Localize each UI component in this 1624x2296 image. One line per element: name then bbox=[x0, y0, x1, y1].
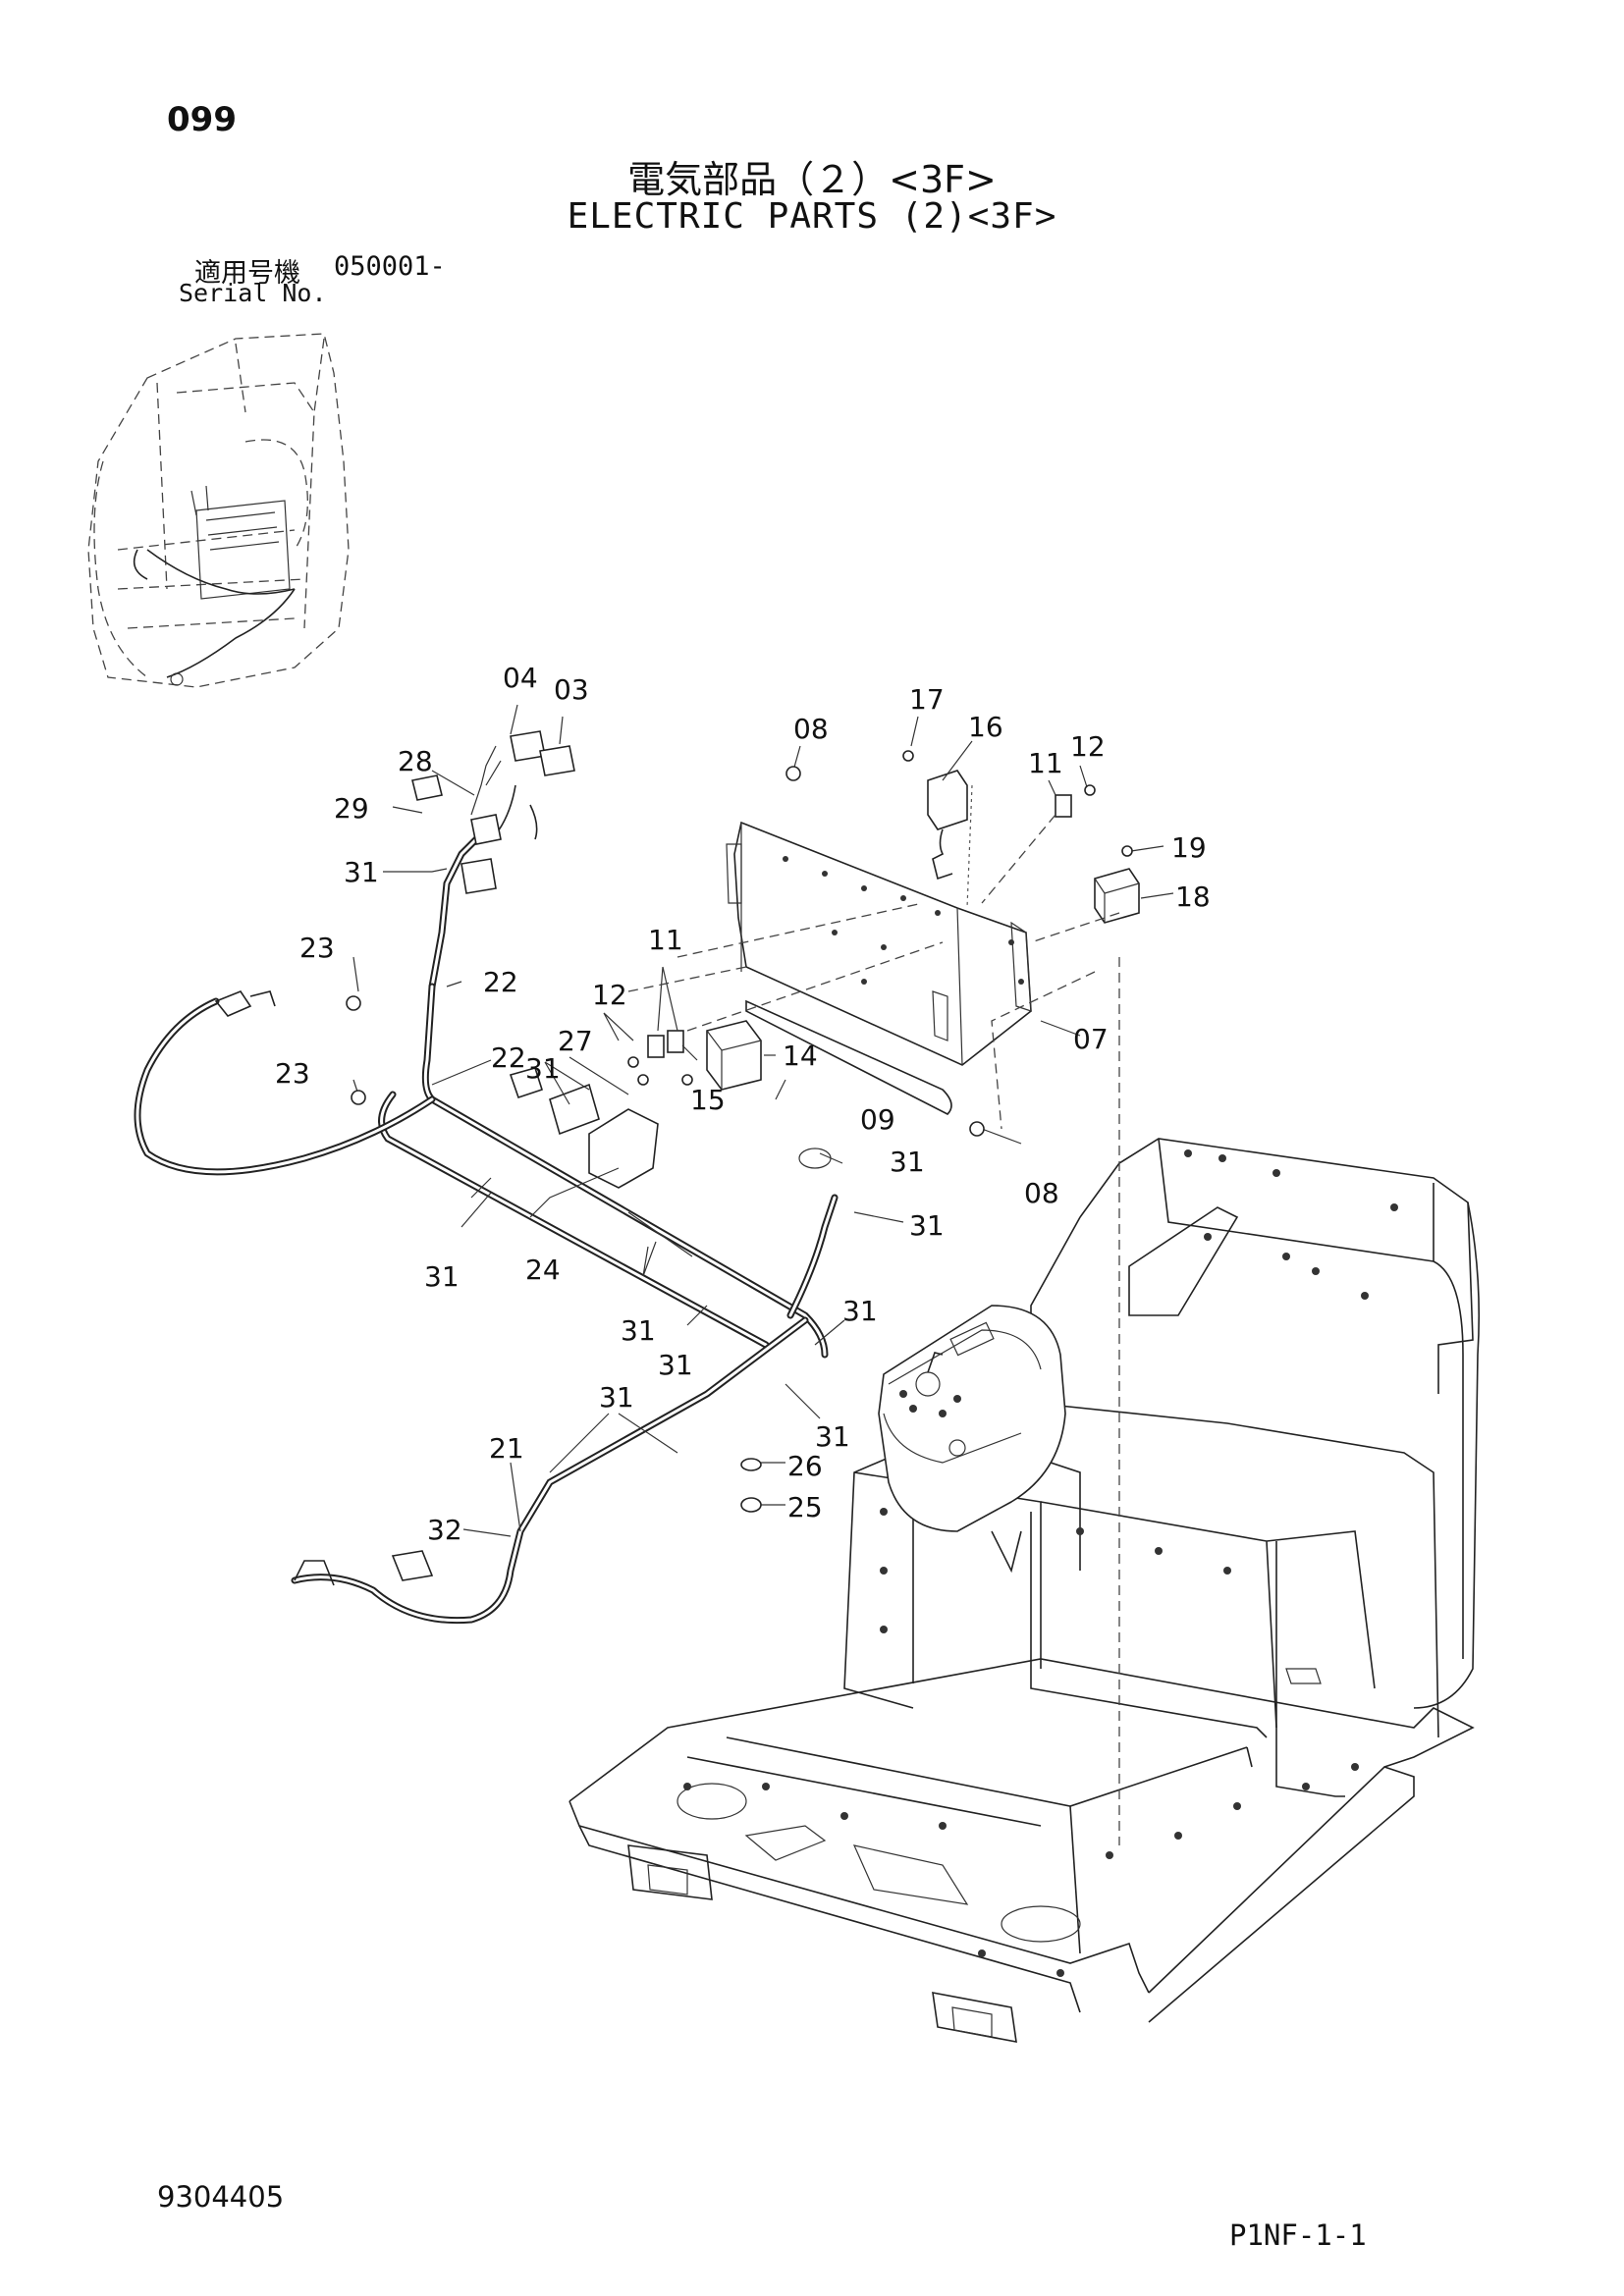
callout-31-f: 31 bbox=[621, 1314, 656, 1347]
callout-21: 21 bbox=[489, 1432, 524, 1465]
hardware bbox=[346, 750, 1133, 1513]
bracket-panel bbox=[726, 821, 1032, 1066]
callout-31-j: 31 bbox=[815, 1420, 850, 1453]
callout-32: 32 bbox=[427, 1514, 462, 1546]
callout-28: 28 bbox=[398, 745, 433, 777]
callout-27: 27 bbox=[558, 1025, 593, 1057]
relay-18 bbox=[1094, 868, 1140, 924]
callout-24: 24 bbox=[525, 1254, 561, 1286]
callout-29: 29 bbox=[334, 792, 369, 825]
control-console bbox=[878, 1305, 1066, 1574]
callout-12: 12 bbox=[592, 979, 627, 1011]
page-code: P1NF-1-1 bbox=[1229, 2218, 1367, 2252]
callout-16: 16 bbox=[968, 711, 1003, 743]
callout-12-b: 12 bbox=[1070, 730, 1106, 763]
callout-23-b: 23 bbox=[275, 1057, 310, 1090]
callout-26: 26 bbox=[787, 1450, 823, 1482]
reference-lines bbox=[627, 784, 1120, 1845]
serial-value: 050001- bbox=[334, 251, 446, 282]
callout-25: 25 bbox=[787, 1491, 823, 1523]
callout-31-h: 31 bbox=[842, 1295, 878, 1327]
callout-11-b: 11 bbox=[1028, 747, 1063, 779]
callout-14: 14 bbox=[783, 1040, 818, 1072]
page-number: 099 bbox=[167, 100, 237, 139]
small-relays bbox=[647, 794, 1072, 1058]
switches bbox=[510, 730, 575, 776]
strap bbox=[745, 999, 952, 1115]
document-id: 9304405 bbox=[157, 2180, 285, 2214]
cab-overview-inset bbox=[87, 333, 350, 688]
callout-31-d: 31 bbox=[909, 1209, 945, 1242]
callout-04: 04 bbox=[503, 662, 538, 694]
callout-22: 22 bbox=[483, 966, 518, 998]
title-english: ELECTRIC PARTS (2)<3F> bbox=[567, 196, 1057, 237]
callout-15: 15 bbox=[690, 1084, 726, 1116]
cab-floor-frame bbox=[568, 1138, 1481, 2043]
callout-23: 23 bbox=[299, 932, 335, 964]
callout-09: 09 bbox=[860, 1103, 895, 1136]
main-harness bbox=[134, 745, 839, 1625]
callout-07: 07 bbox=[1073, 1023, 1109, 1055]
callout-31-i: 31 bbox=[599, 1381, 634, 1414]
callout-08: 08 bbox=[793, 713, 829, 745]
leader-lines bbox=[352, 704, 1174, 1537]
callout-17: 17 bbox=[909, 683, 945, 716]
serial-label-japanese: 適用号機 bbox=[194, 258, 300, 289]
title-japanese: 電気部品（２）<3F> bbox=[627, 158, 997, 201]
timer-unit bbox=[927, 770, 968, 881]
callout-31-b: 31 bbox=[525, 1052, 561, 1085]
relay bbox=[706, 1020, 762, 1091]
callout-18: 18 bbox=[1175, 881, 1211, 913]
callout-labels: 04 03 28 29 31 23 22 23 22 31 27 12 11 1… bbox=[275, 662, 1211, 1546]
callout-11: 11 bbox=[648, 924, 683, 956]
callout-31-g: 31 bbox=[658, 1349, 693, 1381]
callout-03: 03 bbox=[554, 673, 589, 706]
callout-31: 31 bbox=[344, 856, 379, 888]
callout-08-b: 08 bbox=[1024, 1177, 1059, 1209]
callout-22-b: 22 bbox=[491, 1041, 526, 1074]
callout-19: 19 bbox=[1171, 831, 1207, 864]
serial-label-english: Serial No. bbox=[179, 279, 327, 307]
callout-31-c: 31 bbox=[890, 1146, 925, 1178]
callout-31-e: 31 bbox=[424, 1260, 460, 1293]
